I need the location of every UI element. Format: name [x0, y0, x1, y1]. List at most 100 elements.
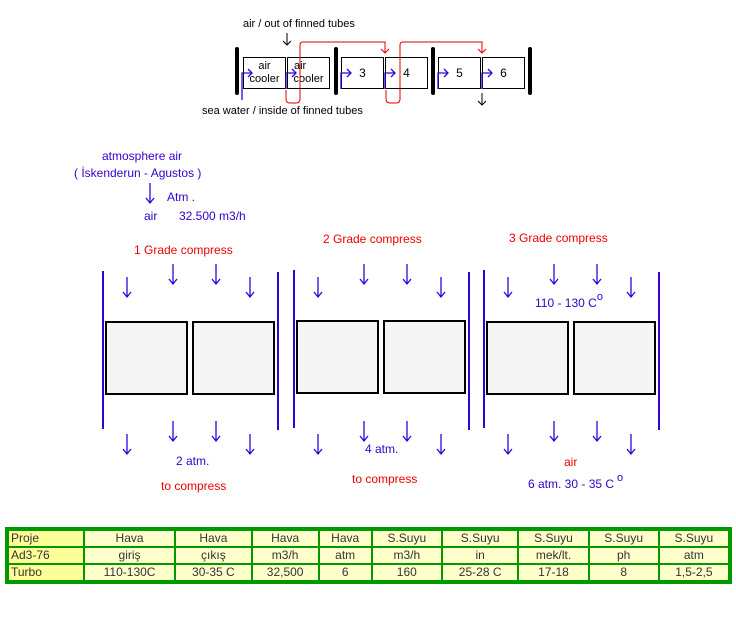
top-diagram-flows [241, 33, 493, 106]
degree-symbol: o [596, 291, 603, 303]
temp-value: 110 - 130 C [535, 296, 597, 310]
table-cell: 32,500 [252, 565, 318, 580]
stage-separator [431, 47, 435, 95]
table-cell: S.Suyu [442, 531, 518, 546]
stage-3-right-wall [658, 272, 660, 430]
down-arrow-icon [245, 277, 255, 299]
air-in-arrow-icon [282, 33, 292, 46]
down-arrow-icon [313, 434, 323, 456]
table-cell: 1,5-2,5 [659, 565, 728, 580]
table-cell: m3/h [372, 548, 441, 563]
stage-2-cooler-a [296, 320, 379, 394]
down-arrow-icon [626, 434, 636, 456]
table-cell: S.Suyu [589, 531, 658, 546]
table-cell: Hava [319, 531, 371, 546]
table-cell: S.Suyu [519, 531, 588, 546]
stage-3-inlet-temp: 110 - 130 Co [535, 291, 603, 310]
table-cell: Hava [252, 531, 318, 546]
down-arrow-icon [592, 264, 602, 286]
table-cell: 6 [319, 565, 371, 580]
stage-3-left-wall [483, 270, 485, 428]
down-arrow-icon [122, 277, 132, 299]
table-cell: 8 [589, 565, 658, 580]
table-cell: m3/h [252, 548, 318, 563]
table-cell: 160 [372, 565, 441, 580]
down-arrow-icon [168, 421, 178, 443]
stage-2-outlet-note: to compress [352, 472, 418, 486]
outlet-value: 6 atm. 30 - 35 C [528, 477, 615, 491]
air-out-arrow-icon [477, 93, 487, 106]
table-cell: 110-130C [85, 565, 175, 580]
intake-air-label: air [144, 209, 158, 223]
intake-location: ( İskenderun - Agustos ) [74, 166, 202, 180]
table-cell: 25-28 C [442, 565, 518, 580]
unit-label: cooler [293, 73, 324, 85]
stage-1-cooler-b [192, 321, 275, 395]
down-arrow-icon [359, 421, 369, 443]
down-arrow-icon [549, 264, 559, 286]
unit-label: air [258, 60, 271, 72]
stage-1-title: 1 Grade compress [134, 243, 233, 257]
down-arrow-icon [592, 421, 602, 443]
unit-label: 6 [500, 66, 507, 80]
water-flow-paths [241, 68, 493, 100]
stage-2-cooler-b [383, 320, 466, 394]
row-header-cell: Proje [9, 531, 83, 546]
row-header-cell: Turbo [9, 565, 83, 580]
unit-label: 3 [359, 66, 366, 80]
stage-2-title: 2 Grade compress [323, 232, 422, 246]
stage-2-outlet-pressure: 4 atm. [365, 442, 399, 456]
row-header-cell: Ad3-76 [9, 548, 83, 563]
down-arrow-icon [503, 277, 513, 299]
table-cell: çıkış [176, 548, 251, 563]
stage-1-left-wall [102, 271, 104, 429]
table-cell: atm [659, 548, 728, 563]
table-cell: S.Suyu [372, 531, 441, 546]
table-cell: mek/lt. [519, 548, 588, 563]
stage-separator [235, 47, 239, 95]
air-flow-paths [285, 41, 487, 104]
intake-down-arrow-icon [145, 183, 155, 205]
down-arrow-icon [626, 277, 636, 299]
intake-title: atmosphere air [102, 149, 183, 163]
stage-3-title: 3 Grade compress [509, 231, 608, 245]
table-cell: giriş [85, 548, 175, 563]
intake-flow: 32.500 m3/h [179, 209, 246, 223]
table-cell: Hava [176, 531, 251, 546]
stage-3-cooler-a [486, 321, 569, 395]
unit-label: cooler [249, 73, 280, 85]
stage-separator [528, 47, 532, 95]
flow-arrows [122, 183, 636, 456]
air-flow-label: air / out of finned tubes [243, 18, 355, 30]
stage-2-left-wall [293, 270, 295, 428]
unit-label: 5 [456, 66, 463, 80]
stage-separator [334, 47, 338, 95]
down-arrow-icon [436, 434, 446, 456]
down-arrow-icon [503, 434, 513, 456]
table-cell: Hava [85, 531, 175, 546]
table-cell: atm [319, 548, 371, 563]
table-cell: S.Suyu [659, 531, 728, 546]
down-arrow-icon [168, 264, 178, 286]
table-cell: in [442, 548, 518, 563]
stage-1-right-wall [277, 272, 279, 430]
table-cell: ph [589, 548, 658, 563]
degree-symbol: o [617, 472, 624, 484]
stage-1-outlet-note: to compress [161, 479, 227, 493]
water-flow-label: sea water / inside of finned tubes [202, 105, 363, 117]
stage-3-outlet-label: air [564, 455, 578, 469]
unit-label: 4 [403, 66, 410, 80]
table-cell: 30-35 C [176, 565, 251, 580]
down-arrow-icon [313, 277, 323, 299]
stage-3-cooler-b [573, 321, 656, 395]
table-cell: 17-18 [519, 565, 588, 580]
down-arrow-icon [122, 434, 132, 456]
down-arrow-icon [436, 277, 446, 299]
down-arrow-icon [245, 434, 255, 456]
stage-2-right-wall [468, 272, 470, 430]
